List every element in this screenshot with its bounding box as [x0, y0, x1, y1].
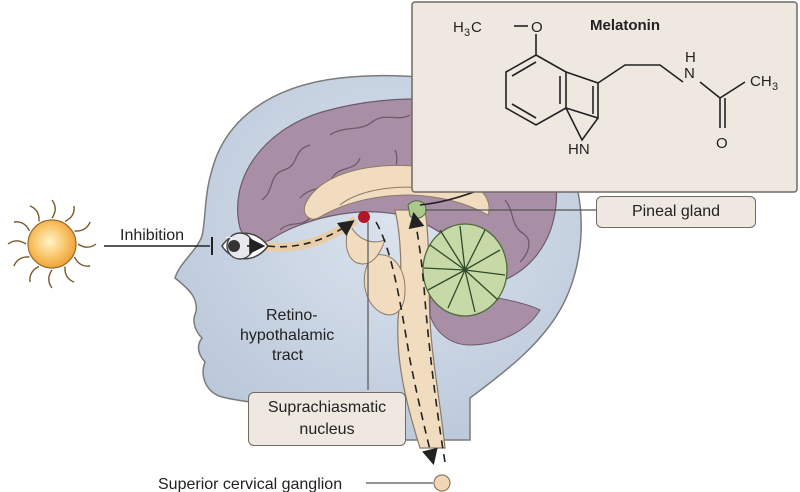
sun-ray: [74, 221, 91, 232]
ch3-ch: CH: [750, 73, 772, 90]
sun-ray: [48, 269, 53, 289]
retino-line-1: Retino-: [266, 307, 318, 324]
nh-n: N: [684, 65, 695, 82]
methoxy-h: H: [453, 19, 464, 36]
scn-label-line-1: Suprachiasmatic: [267, 399, 387, 416]
pineal-gland-label-box: Pineal gland: [596, 196, 756, 228]
sun-ray: [13, 221, 31, 232]
melatonin-structure: [505, 25, 746, 142]
cerebellum-folia: [423, 225, 506, 313]
pons: [363, 254, 406, 316]
ring-hn: HN: [568, 141, 590, 158]
superior-cervical-ganglion: [433, 474, 451, 492]
sun-ray: [51, 199, 56, 219]
carbonyl-o: O: [716, 135, 728, 152]
ascending-path: [408, 211, 446, 463]
sun-ray: [13, 256, 30, 267]
sun-icon: [7, 199, 97, 289]
molecule-title: Melatonin: [590, 17, 660, 34]
inhibition-label: Inhibition: [120, 227, 184, 244]
pineal-gland-label: Pineal gland: [631, 203, 721, 220]
ch3-sub: 3: [772, 81, 778, 93]
scn-label-box: Suprachiasmatic nucleus: [248, 392, 406, 446]
methoxy-c: C: [471, 19, 482, 36]
sun-ray: [29, 205, 40, 222]
sun-ray: [64, 205, 75, 223]
nh-h: H: [685, 49, 696, 66]
sun-ray: [77, 243, 97, 248]
descending-path-1: [375, 221, 438, 466]
methoxy-sub: 3: [464, 27, 470, 39]
sun-body: [27, 219, 77, 269]
sun-ray: [7, 240, 27, 245]
pineal-gland: [407, 200, 427, 219]
retino-line-2: hypothalamic: [240, 327, 334, 344]
scn-dot: [358, 211, 370, 223]
sun-ray: [64, 266, 75, 283]
sun-ray: [73, 256, 91, 267]
retino-line-3: tract: [272, 347, 304, 364]
scn-label-line-2: nucleus: [299, 421, 355, 438]
oxygen-atom: O: [531, 19, 543, 36]
hypothalamus: [345, 223, 386, 265]
scg-label: Superior cervical ganglion: [158, 476, 342, 492]
melatonin-panel: [411, 1, 798, 193]
sun-ray: [29, 265, 40, 283]
